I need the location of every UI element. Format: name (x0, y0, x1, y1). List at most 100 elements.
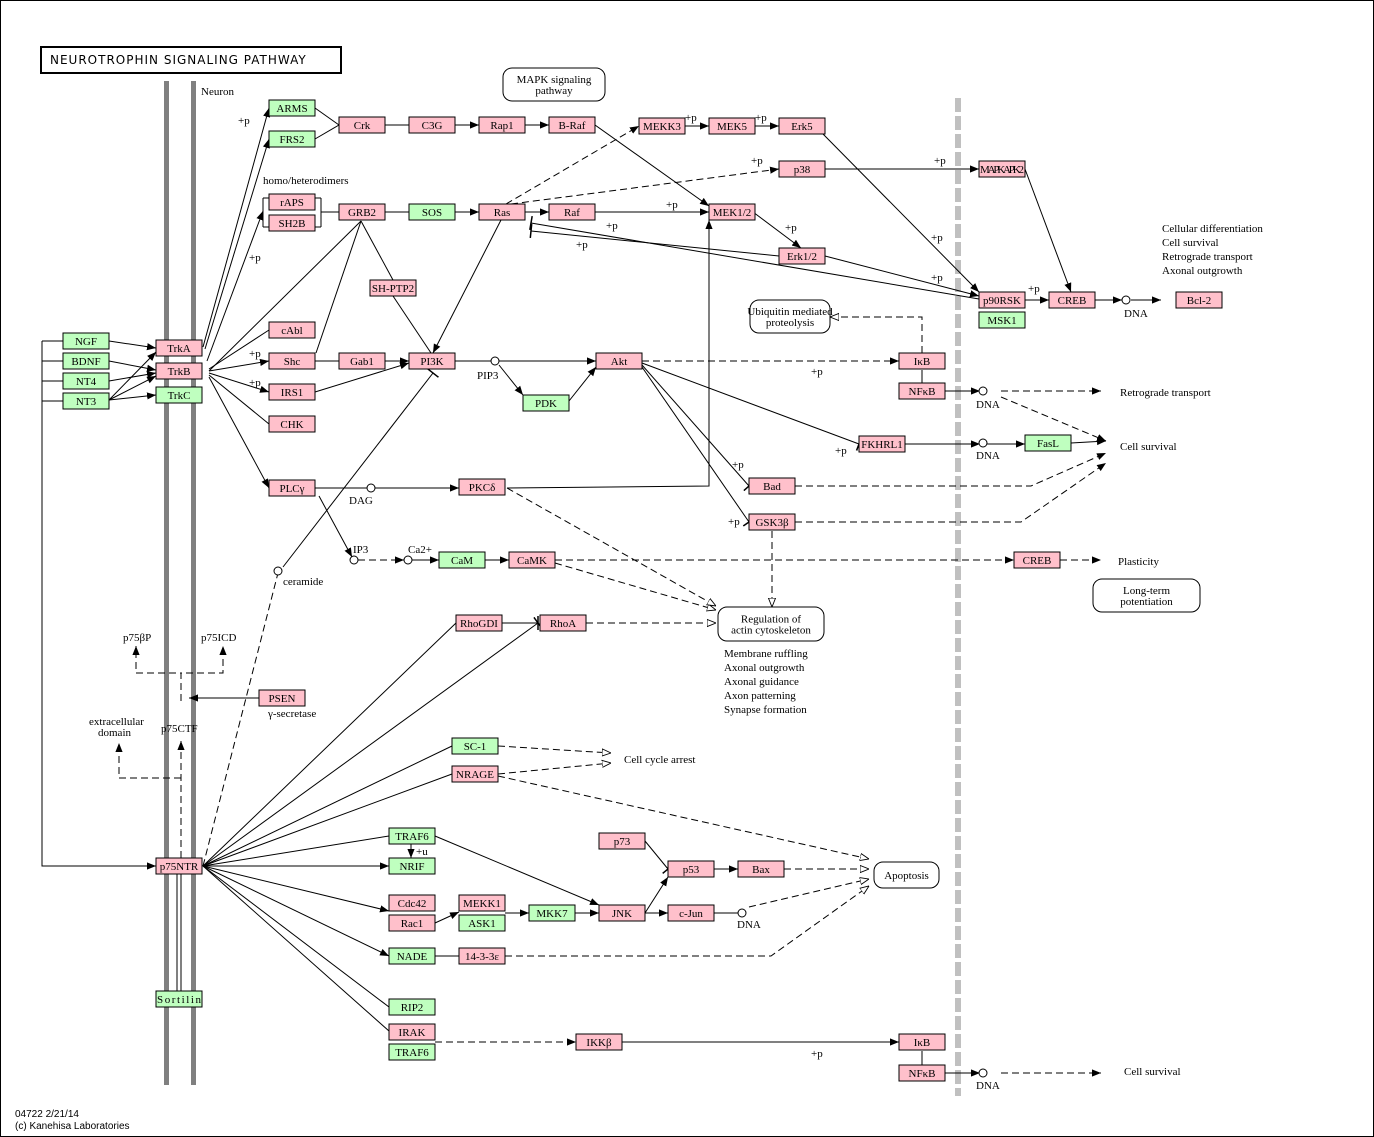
gene-box[interactable] (388, 998, 436, 1016)
map-box[interactable] (717, 606, 825, 642)
gene-box[interactable] (408, 203, 456, 221)
gene-box[interactable] (388, 914, 436, 932)
gene-box[interactable] (268, 415, 316, 433)
gene-box[interactable] (388, 827, 436, 845)
gene-box[interactable] (388, 894, 436, 912)
gene-node-erk5[interactable]: Erk5 (778, 117, 826, 135)
gene-box[interactable] (388, 947, 436, 965)
gene-box[interactable] (522, 394, 570, 412)
gene-node-mek12[interactable]: MEK1/2 (708, 203, 756, 221)
gene-box[interactable] (338, 203, 386, 221)
gene-node-pkcd[interactable]: PKCδ (458, 478, 506, 496)
gene-node-mek5[interactable]: MEK5 (708, 117, 756, 135)
gene-node-irs1[interactable]: IRS1 (268, 383, 316, 401)
gene-node-sortilin[interactable]: Sortilin (155, 990, 203, 1008)
map-box[interactable] (749, 299, 831, 334)
gene-box[interactable] (338, 352, 386, 370)
gene-node-pi3k[interactable]: PI3K (408, 352, 456, 370)
gene-node-nade[interactable]: NADE (388, 947, 436, 965)
gene-node-sos[interactable]: SOS (408, 203, 456, 221)
gene-node-traf6a[interactable]: TRAF6 (388, 827, 436, 845)
gene-node-pdk[interactable]: PDK (522, 394, 570, 412)
gene-node-rac1[interactable]: Rac1 (388, 914, 436, 932)
gene-box[interactable] (978, 291, 1026, 309)
gene-box[interactable] (1024, 434, 1072, 452)
gene-box[interactable] (778, 117, 826, 135)
gene-box[interactable] (408, 116, 456, 134)
map-box[interactable] (1092, 578, 1201, 613)
gene-node-p38[interactable]: p38 (778, 160, 826, 178)
gene-box[interactable] (748, 477, 796, 495)
gene-node-ikb1[interactable]: IκB (898, 352, 946, 370)
gene-box[interactable] (268, 383, 316, 401)
gene-node-chk[interactable]: CHK (268, 415, 316, 433)
gene-node-plcg[interactable]: PLCγ (268, 479, 316, 497)
gene-node-akt[interactable]: Akt (595, 352, 643, 370)
gene-node-trka[interactable]: TrkA (155, 339, 203, 357)
gene-box[interactable] (598, 904, 646, 922)
gene-box[interactable] (667, 904, 715, 922)
gene-box[interactable] (62, 352, 110, 370)
gene-box[interactable] (1175, 291, 1223, 309)
gene-node-ikkb[interactable]: IKKβ (575, 1033, 623, 1051)
gene-box[interactable] (708, 203, 756, 221)
gene-node-nrif[interactable]: NRIF (388, 857, 436, 875)
gene-node-gab1[interactable]: Gab1 (338, 352, 386, 370)
gene-box[interactable] (451, 737, 499, 755)
gene-node-nt4[interactable]: NT4 (62, 372, 110, 390)
gene-node-gsk3b[interactable]: GSK3β (748, 513, 796, 531)
gene-box[interactable] (268, 321, 316, 339)
gene-node-shptp2[interactable]: SH-PTP2 (369, 279, 417, 297)
gene-node-jnk[interactable]: JNK (598, 904, 646, 922)
gene-node-rhoa[interactable]: RhoA (539, 614, 587, 632)
gene-box[interactable] (388, 857, 436, 875)
gene-node-nt3[interactable]: NT3 (62, 392, 110, 410)
gene-node-psen[interactable]: PSEN (258, 689, 306, 707)
gene-node-trkb[interactable]: TrkB (155, 362, 203, 380)
gene-node-mapkapk2[interactable]: MAPKAPK2 (978, 160, 1026, 178)
gene-box[interactable] (155, 857, 203, 875)
gene-box[interactable] (638, 117, 686, 135)
gene-node-cdc42[interactable]: Cdc42 (388, 894, 436, 912)
gene-box[interactable] (155, 339, 203, 357)
gene-box[interactable] (268, 214, 316, 232)
gene-box[interactable] (898, 352, 946, 370)
gene-node-nrage[interactable]: NRAGE (451, 765, 499, 783)
gene-node-trkc[interactable]: TrkC (155, 386, 203, 404)
gene-box[interactable] (508, 551, 556, 569)
gene-node-nfkb1[interactable]: NFκB (898, 382, 946, 400)
gene-box[interactable] (778, 160, 826, 178)
gene-node-rap1[interactable]: Rap1 (478, 116, 526, 134)
gene-box[interactable] (458, 947, 506, 965)
gene-box[interactable] (438, 551, 486, 569)
gene-node-raps[interactable]: rAPS (268, 193, 316, 211)
gene-node-p73[interactable]: p73 (598, 832, 646, 850)
gene-box[interactable] (155, 362, 203, 380)
gene-node-msk1[interactable]: MSK1 (978, 311, 1026, 329)
gene-node-rhogdi[interactable]: RhoGDI (455, 614, 503, 632)
gene-node-cabl[interactable]: cAbl (268, 321, 316, 339)
gene-box[interactable] (898, 1064, 946, 1082)
gene-node-arms[interactable]: ARMS (268, 99, 316, 117)
map-box[interactable] (873, 861, 940, 889)
gene-node-sh2b[interactable]: SH2B (268, 214, 316, 232)
gene-box[interactable] (1013, 551, 1061, 569)
gene-box[interactable] (369, 279, 417, 297)
gene-node-mekk1[interactable]: MEKK1 (458, 894, 506, 912)
gene-box[interactable] (898, 382, 946, 400)
gene-box[interactable] (598, 832, 646, 850)
gene-box[interactable] (978, 160, 1026, 178)
gene-node-mekk3[interactable]: MEKK3 (638, 117, 686, 135)
gene-node-bcl2[interactable]: Bcl-2 (1175, 291, 1223, 309)
gene-node-c3g[interactable]: C3G (408, 116, 456, 134)
gene-node-cam[interactable]: CaM (438, 551, 486, 569)
gene-box[interactable] (748, 513, 796, 531)
gene-box[interactable] (528, 904, 576, 922)
gene-box[interactable] (737, 860, 785, 878)
gene-node-shc[interactable]: Shc (268, 352, 316, 370)
gene-node-ikb2[interactable]: IκB (898, 1033, 946, 1051)
gene-box[interactable] (458, 478, 506, 496)
gene-node-erk12[interactable]: Erk1/2 (778, 247, 826, 265)
gene-box[interactable] (478, 116, 526, 134)
